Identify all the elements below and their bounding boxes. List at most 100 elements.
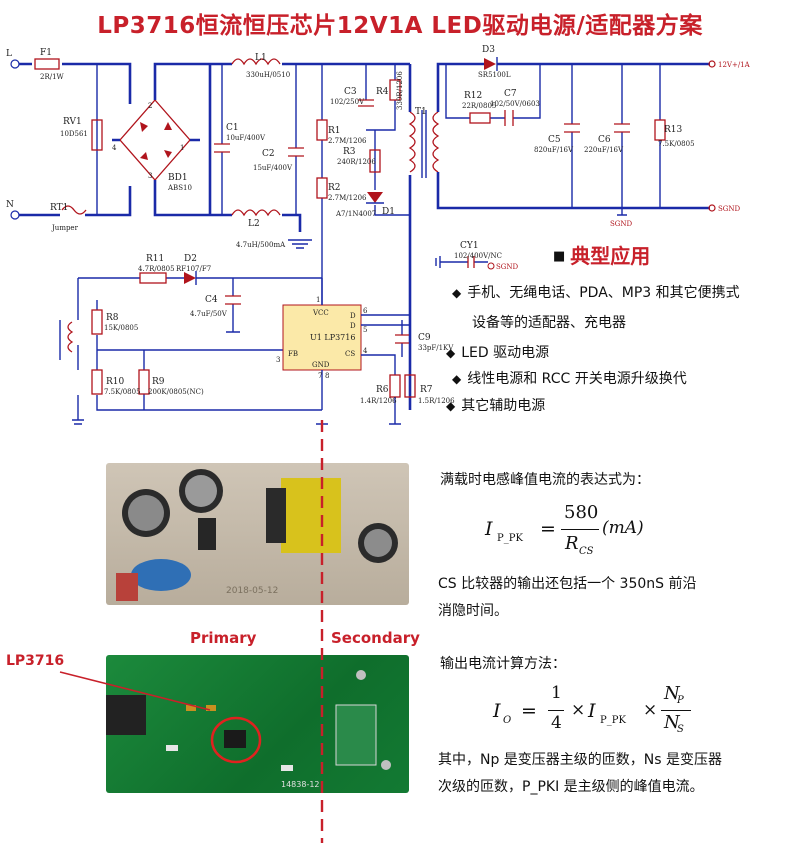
- capacitor-c4: [225, 295, 241, 305]
- label-c6-value: 220uF/16V: [584, 146, 624, 154]
- label-c5: C5: [548, 135, 561, 145]
- label-u1-d1: D: [350, 312, 356, 320]
- label-f1: F1: [40, 48, 52, 58]
- label-pin-2: 2: [148, 102, 152, 110]
- io-subscript: O: [503, 715, 512, 726]
- y-capacitor-cy1: [435, 256, 495, 270]
- label-r9-value: 200K/0805(NC): [148, 388, 204, 396]
- label-pin-1: 1: [180, 144, 184, 152]
- io-np-symbol: N: [664, 683, 680, 704]
- ipk-denominator: R: [565, 533, 579, 554]
- io-ns-symbol: N: [664, 712, 680, 733]
- label-u1-pin-4: 4: [363, 347, 368, 355]
- varistor-rv1: [91, 119, 103, 151]
- label-u1-pin-7: 7: [318, 372, 322, 380]
- label-l2: L2: [248, 219, 260, 229]
- io-symbol: I: [493, 700, 501, 722]
- app-item-3: ◆线性电源和 RCC 开关电源升级换代: [452, 371, 687, 387]
- label-pin-4: 4: [112, 144, 117, 152]
- label-l1: L1: [255, 53, 267, 63]
- chip-callout-label: LP3716: [6, 653, 65, 669]
- resistor-r12: [469, 112, 491, 124]
- capacitor-c7: [504, 110, 514, 126]
- label-c3: C3: [344, 87, 357, 97]
- label-c1: C1: [226, 123, 239, 133]
- label-rv1-value: 10D561: [60, 130, 88, 138]
- output-stage: [445, 57, 716, 216]
- label-r7-value: 1.5R/1206: [418, 397, 455, 405]
- resistor-r8: [91, 309, 103, 335]
- io-ipk-subscript: P_PK: [600, 715, 626, 726]
- label-r11: R11: [146, 254, 164, 264]
- ipk-subscript: P_PK: [497, 533, 523, 544]
- label-u1-cs: CS: [345, 350, 355, 358]
- label-d2: D2: [184, 254, 197, 264]
- label-u1-pin-3: 3: [276, 356, 280, 364]
- label-t1-value: 330R/1206: [396, 71, 404, 110]
- label-u1-pin-1: 1: [316, 296, 320, 304]
- ipk-denominator-sub: CS: [579, 546, 594, 557]
- primary-label: Primary: [190, 629, 257, 647]
- resistor-r2: [316, 177, 328, 199]
- label-d3: D3: [482, 45, 495, 55]
- label-d3-value: SR5100L: [478, 71, 511, 79]
- io-np-subscript: P: [677, 695, 684, 706]
- label-c6: C6: [598, 135, 611, 145]
- label-r13: R13: [664, 125, 683, 135]
- startup-snubber: [316, 64, 410, 310]
- label-output: 12V+/1A: [718, 61, 751, 69]
- inductor-l2: [231, 209, 281, 217]
- app-item-1: ◆手机、无绳电话、PDA、MP3 和其它便携式: [452, 285, 740, 301]
- board-date-marking: 2018-05-12: [226, 586, 278, 596]
- label-bd1-value: ABS10: [167, 184, 192, 192]
- label-c2-value: 15uF/400V: [253, 164, 293, 172]
- label-r9: R9: [152, 377, 165, 387]
- capacitor-c1: [214, 143, 230, 153]
- label-c9: C9: [418, 333, 431, 343]
- capacitor-c9: [395, 334, 409, 344]
- applications-heading: ■典型应用: [553, 244, 651, 268]
- resistor-r1: [316, 119, 328, 141]
- cs-note-line-1: CS 比较器的输出还包括一个 350nS 前沿: [438, 576, 697, 592]
- label-u1: U1 LP3716: [310, 333, 355, 342]
- label-sgnd-2: SGND: [610, 220, 633, 228]
- transformer-t1: [408, 62, 710, 410]
- secondary-label: Secondary: [331, 629, 420, 647]
- io-fraction-denominator: 4: [551, 713, 562, 733]
- label-r11-value: 4.7R/0805: [138, 265, 175, 273]
- label-r8: R8: [106, 313, 119, 323]
- resistor-r11: [139, 272, 167, 284]
- label-r10: R10: [106, 377, 125, 387]
- ipk-symbol: I: [485, 518, 493, 540]
- label-cy1-value: 102/400V/NC: [454, 252, 502, 260]
- label-c1-value: 10uF/400V: [226, 134, 266, 142]
- label-c9-value: 33pF/1KV: [418, 344, 454, 352]
- resistor-r13: [654, 119, 666, 141]
- ipk-numerator: 580: [564, 502, 599, 523]
- label-r4: R4: [376, 87, 389, 97]
- label-l: L: [6, 49, 12, 59]
- page-title: LP3716恒流恒压芯片12V1A LED驱动电源/适配器方案: [97, 13, 703, 39]
- formula-intro: 满载时电感峰值电流的表达式为：: [440, 472, 650, 488]
- label-r6-value: 1.4R/1206: [360, 397, 397, 405]
- input-wiring: [10, 58, 132, 220]
- label-r13-value: 7.5K/0805: [658, 140, 695, 148]
- io-explanation-line-1: 其中，Np 是变压器主级的匝数，Ns 是变压器: [438, 752, 723, 768]
- label-r1: R1: [328, 126, 341, 136]
- label-u1-pin-6: 6: [363, 307, 368, 315]
- ipk-unit: (mA): [602, 518, 644, 538]
- board-code-marking: 14838-12: [281, 780, 320, 789]
- label-r6: R6: [376, 385, 389, 395]
- label-c4-value: 4.7uF/50V: [190, 310, 228, 318]
- label-r12: R12: [464, 91, 482, 101]
- label-c5-value: 820uF/16V: [534, 146, 574, 154]
- diode-d3: [484, 58, 496, 70]
- label-c4: C4: [205, 295, 218, 305]
- io-fraction-numerator: 1: [551, 683, 562, 703]
- io-title: 输出电流计算方法：: [440, 656, 566, 672]
- capacitor-c5: [564, 123, 580, 133]
- diode-d1: [367, 192, 383, 203]
- label-sgnd-1: SGND: [718, 205, 741, 213]
- label-r12-value: 22R/0805: [462, 102, 496, 110]
- app-item-2: ◆LED 驱动电源: [446, 345, 550, 361]
